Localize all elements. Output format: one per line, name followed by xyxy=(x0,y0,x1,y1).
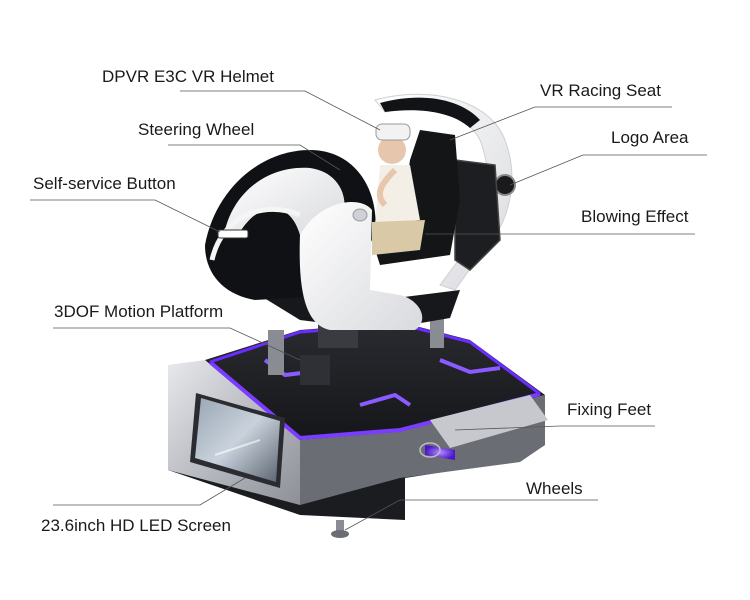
led-screen xyxy=(190,393,285,488)
cockpit xyxy=(205,93,516,330)
callout-steering: Steering Wheel xyxy=(138,120,255,139)
callout-screen: 23.6inch HD LED Screen xyxy=(41,516,231,535)
screen-display xyxy=(195,398,280,482)
leader-lines xyxy=(30,90,707,531)
callout-feet: Fixing Feet xyxy=(567,400,652,419)
glow-chevron-right xyxy=(359,392,412,407)
base-top-deck xyxy=(205,322,545,440)
callout-helmet: DPVR E3C VR Helmet xyxy=(102,67,274,86)
self-service-button xyxy=(217,229,249,239)
fixing-foot xyxy=(331,520,349,538)
step-plate xyxy=(430,395,548,448)
callout-blowing: Blowing Effect xyxy=(581,207,689,226)
callout-platform: 3DOF Motion Platform xyxy=(54,302,224,321)
leader-logo xyxy=(509,154,707,186)
callout-logo: Logo Area xyxy=(611,128,689,147)
side-shell xyxy=(299,202,423,330)
leader-wheels xyxy=(344,499,598,531)
seat-frame xyxy=(454,159,501,271)
logo-area-ring xyxy=(494,174,516,196)
leader-platform xyxy=(53,327,301,361)
base-logo xyxy=(419,442,441,458)
vr-helmet xyxy=(375,123,411,141)
callout-button: Self-service Button xyxy=(33,174,176,193)
leader-button xyxy=(30,199,221,233)
rider xyxy=(372,123,425,255)
leader-steering xyxy=(168,144,341,171)
leader-helmet xyxy=(180,90,381,131)
leader-screen xyxy=(53,477,246,506)
glow-chevron-mid xyxy=(439,358,501,375)
callout-wheels: Wheels xyxy=(526,479,583,498)
racing-seat xyxy=(372,130,460,265)
leader-feet xyxy=(454,425,655,431)
shell-logo-dot xyxy=(352,208,368,222)
leader-seat xyxy=(449,106,672,141)
callout-seat: VR Racing Seat xyxy=(540,81,661,100)
